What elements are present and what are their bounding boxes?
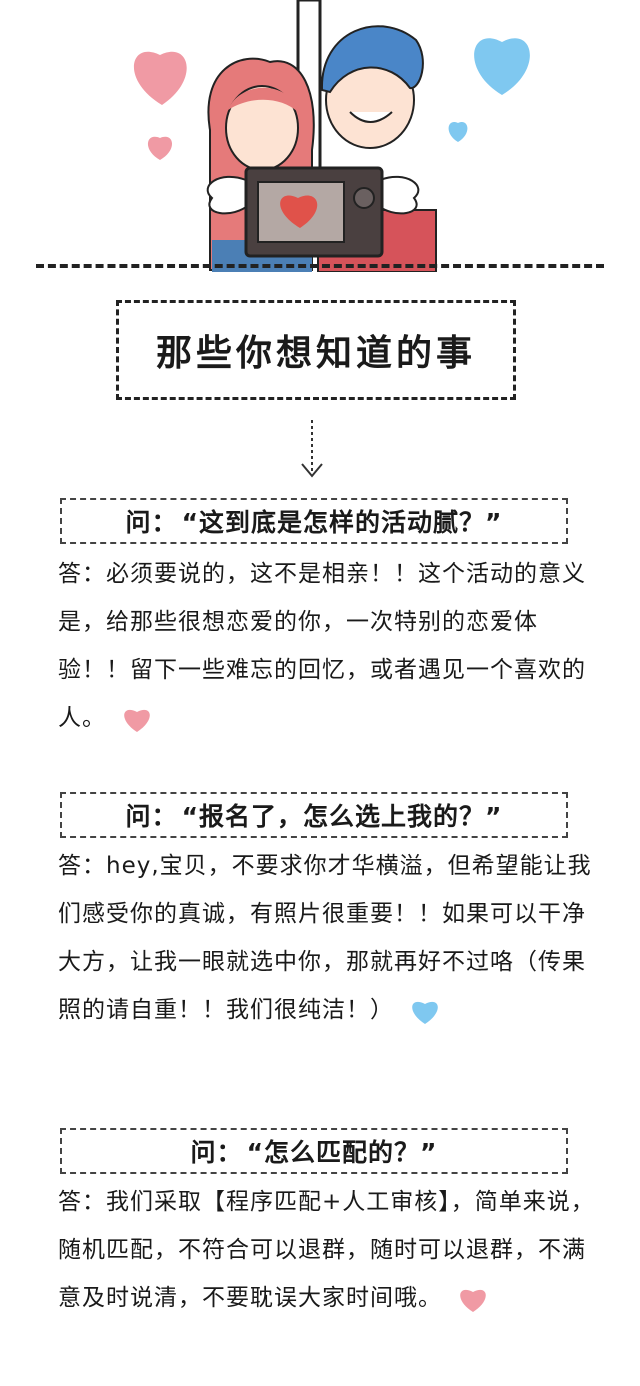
answer-text: 答：我们采取【程序匹配+人工审核】，简单来说，随机匹配，不符合可以退群，随时可以… xyxy=(58,1189,595,1311)
answer-text: 答：hey,宝贝，不要求你才华横溢，但希望能让我们感受你的真诚，有照片很重要！！… xyxy=(58,853,592,1023)
camera-icon xyxy=(244,166,384,258)
blue-heart-icon xyxy=(412,1001,439,1024)
question-label: 问： xyxy=(125,508,178,537)
faq-answer: 答：hey,宝贝，不要求你才华横溢，但希望能让我们感受你的真诚，有照片很重要！！… xyxy=(58,842,598,1034)
pink-heart-icon xyxy=(460,1289,487,1312)
pink-heart-icon xyxy=(124,709,151,732)
faq-question-box: 问： “报名了，怎么选上我的？” xyxy=(60,792,568,838)
faq-question-box: 问： “这到底是怎样的活动腻？” xyxy=(60,498,568,544)
right-wing xyxy=(374,175,420,215)
answer-text: 答：必须要说的，这不是相亲！！这个活动的意义是，给那些很想恋爱的你，一次特别的恋… xyxy=(58,561,586,731)
question-text: “这到底是怎样的活动腻？” xyxy=(181,508,503,537)
couple-selfie-illustration xyxy=(133,0,530,272)
blue-heart-large-icon xyxy=(474,38,530,95)
question-text: “怎么匹配的？” xyxy=(246,1138,438,1167)
down-arrow-icon xyxy=(301,420,323,478)
pink-heart-large-icon xyxy=(133,51,187,105)
faq-question-box: 问： “怎么匹配的？” xyxy=(60,1128,568,1174)
section-divider xyxy=(36,264,604,268)
faq-answer: 答：我们采取【程序匹配+人工审核】，简单来说，随机匹配，不符合可以退群，随时可以… xyxy=(58,1178,598,1322)
pink-heart-small-icon xyxy=(147,136,173,160)
question-text: “报名了，怎么选上我的？” xyxy=(181,802,503,831)
question-label: 问： xyxy=(125,802,178,831)
page-title: 那些你想知道的事 xyxy=(116,300,516,400)
faq-answer: 答：必须要说的，这不是相亲！！这个活动的意义是，给那些很想恋爱的你，一次特别的恋… xyxy=(58,550,598,742)
left-wing xyxy=(206,175,252,215)
question-label: 问： xyxy=(190,1138,243,1167)
blue-heart-small-icon xyxy=(448,122,468,142)
